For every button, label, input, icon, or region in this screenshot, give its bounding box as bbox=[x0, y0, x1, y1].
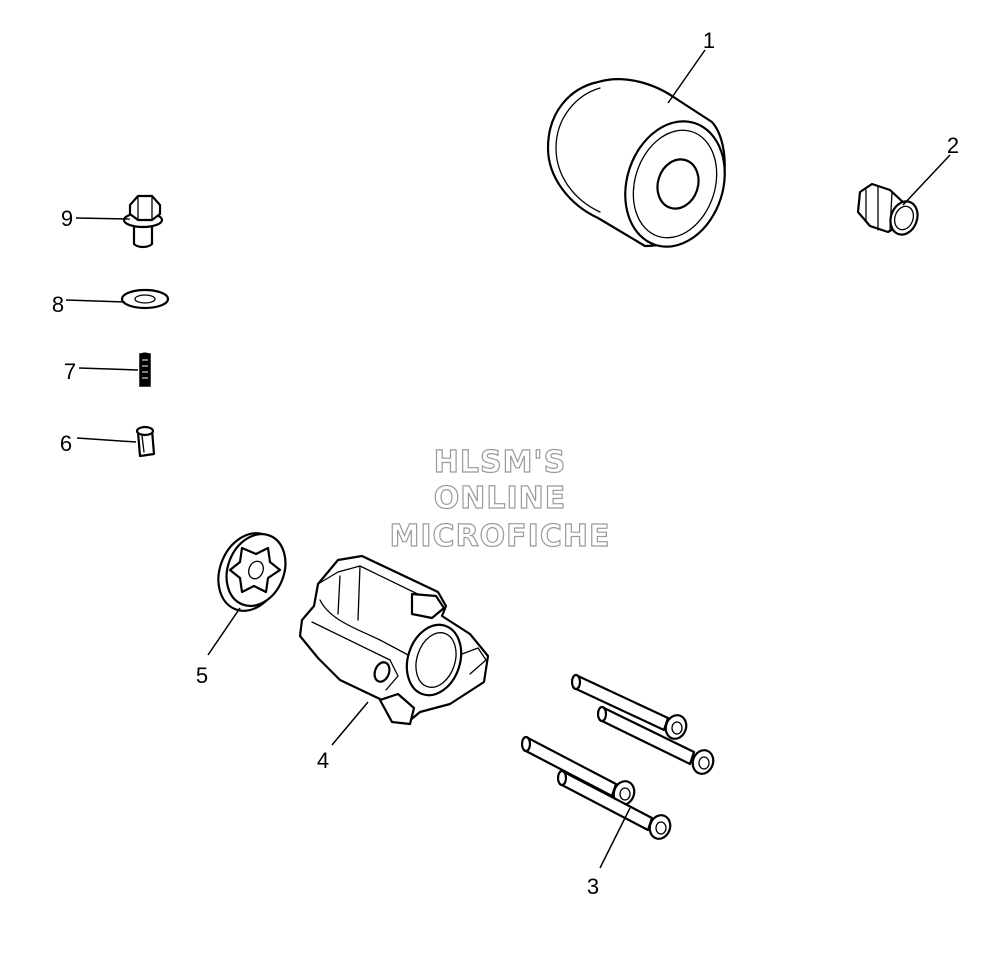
part-4-oil-pump-body[interactable] bbox=[298, 554, 490, 726]
leader-1 bbox=[667, 49, 706, 104]
leader-4 bbox=[331, 701, 369, 746]
callout-3: 3 bbox=[587, 874, 599, 899]
part-5-rotor[interactable] bbox=[207, 524, 296, 621]
leader-7 bbox=[78, 367, 139, 371]
part-6-dowel-pin[interactable] bbox=[135, 425, 156, 458]
callout-5: 5 bbox=[196, 663, 208, 688]
screw-d bbox=[556, 769, 672, 840]
callout-2: 2 bbox=[947, 133, 959, 158]
callout-6: 6 bbox=[60, 431, 72, 456]
part-1-oil-filter[interactable] bbox=[546, 78, 740, 260]
part-9-bolt[interactable] bbox=[122, 194, 164, 249]
watermark-line-3: MICROFICHE bbox=[390, 519, 611, 554]
leader-6 bbox=[76, 437, 137, 443]
part-2-fitting[interactable] bbox=[856, 182, 922, 238]
callouts: 1 2 3 4 5 6 7 8 9 bbox=[52, 28, 959, 899]
callout-8: 8 bbox=[52, 292, 64, 317]
screw-c bbox=[520, 735, 636, 806]
callout-7: 7 bbox=[64, 359, 76, 384]
leader-8 bbox=[65, 299, 126, 303]
callout-4: 4 bbox=[317, 748, 329, 773]
watermark: HLSM'S ONLINE MICROFICHE bbox=[389, 444, 611, 554]
leader-3 bbox=[599, 807, 631, 869]
watermark-line-2: ONLINE bbox=[434, 481, 567, 516]
part-7-pin[interactable] bbox=[139, 352, 151, 387]
callout-9: 9 bbox=[61, 206, 73, 231]
part-8-washer[interactable] bbox=[120, 288, 170, 310]
leader-lines bbox=[65, 49, 951, 869]
screw-a bbox=[570, 673, 688, 740]
leader-9 bbox=[75, 217, 131, 220]
callout-1: 1 bbox=[703, 28, 715, 53]
leader-5 bbox=[207, 607, 241, 656]
screw-b bbox=[596, 705, 715, 775]
leader-2 bbox=[902, 154, 951, 206]
part-3-screws[interactable] bbox=[520, 673, 717, 842]
watermark-line-1: HLSM'S bbox=[434, 445, 566, 480]
